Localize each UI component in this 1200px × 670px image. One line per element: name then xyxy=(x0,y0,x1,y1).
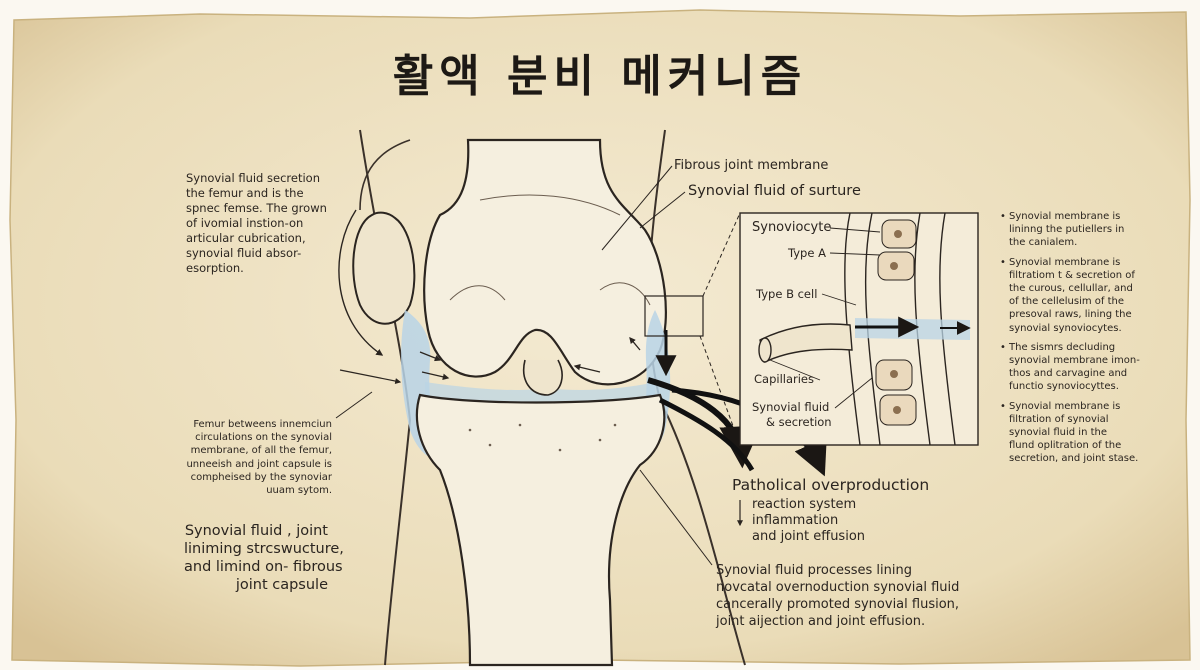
pathology-heading: Patholical overproduction xyxy=(732,476,930,494)
label-synoviocyte: Synoviocyte xyxy=(752,220,832,235)
patella xyxy=(352,211,416,325)
left-top-note: Synovial fluid secretion the femur and i… xyxy=(186,171,327,275)
label-capillaries: Capillaries xyxy=(754,372,814,386)
label-fibrous-joint-membrane: Fibrous joint membrane xyxy=(674,158,829,173)
page-title: 활액 분비 메커니즘 xyxy=(392,51,808,102)
left-mid-note: Femur betweens innemciun circulations on… xyxy=(186,419,332,497)
femur xyxy=(423,138,667,386)
label-synovial-fluid-surface: Synovial fluid of surture xyxy=(688,183,861,199)
label-synovial-fluid-secretion: Synovial fluid & secretion xyxy=(752,400,832,429)
bullet-item: Synovial membrane is filtratiom t & secr… xyxy=(1000,256,1178,335)
bullet-item: The sismrs decluding synovial membrane i… xyxy=(1000,341,1178,394)
right-bullet-list: Synovial membrane is lininng the putiell… xyxy=(1000,210,1178,472)
tibia xyxy=(415,393,666,667)
label-type-b-cell: Type B cell xyxy=(756,287,818,301)
bottom-note: Synovial fluid processes lining novcatal… xyxy=(716,563,960,629)
label-type-a: Type A xyxy=(788,246,826,260)
bullet-item: Synovial membrane is filtration of synov… xyxy=(1000,400,1178,466)
pathology-list: reaction system inflammation and joint e… xyxy=(752,497,866,544)
bullet-item: Synovial membrane is lininng the putiell… xyxy=(1000,210,1178,250)
left-bottom-note: Synovial fluid , joint liniming strcswuc… xyxy=(184,523,344,593)
